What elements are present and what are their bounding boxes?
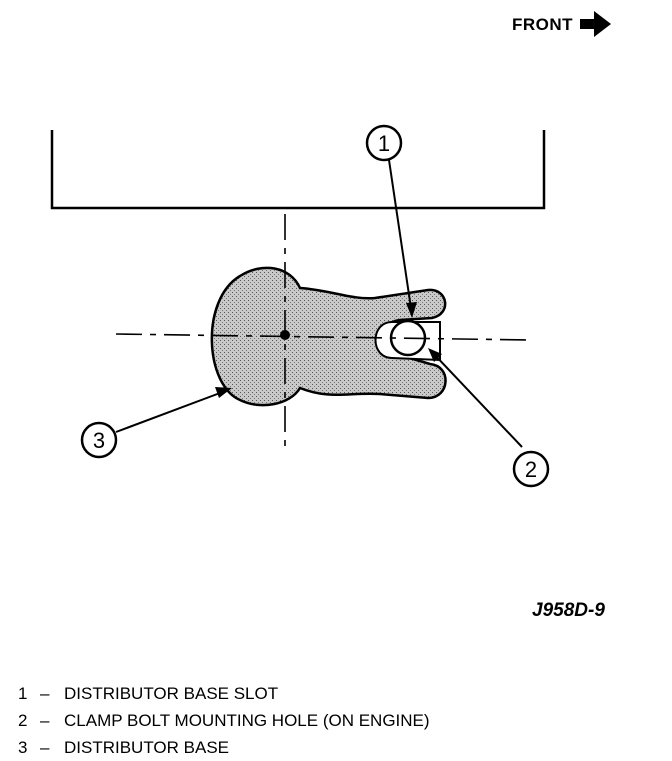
callout-2: 2	[512, 450, 550, 488]
distributor-base-diagram: 1 2 3	[50, 124, 550, 488]
callout-3: 3	[80, 421, 118, 459]
legend-item-1: 1–DISTRIBUTOR BASE SLOT	[18, 684, 279, 703]
leader-line-1	[388, 159, 413, 316]
legend-item-3: 3–DISTRIBUTOR BASE	[18, 738, 229, 757]
callout-1-number: 1	[378, 131, 390, 156]
leader-arrowhead-2	[428, 348, 442, 362]
center-point	[280, 330, 290, 340]
right-arrow-icon	[580, 11, 611, 37]
callout-3-number: 3	[93, 428, 105, 453]
leader-line-2	[431, 351, 523, 448]
leader-line-3	[115, 389, 229, 433]
engine-block-outline	[50, 130, 546, 210]
figure-id: J958D-9	[532, 600, 605, 621]
callout-2-number: 2	[525, 457, 537, 482]
legend-item-2: 2–CLAMP BOLT MOUNTING HOLE (ON ENGINE)	[18, 711, 430, 730]
front-direction-label: FRONT	[512, 15, 574, 34]
callout-1: 1	[365, 124, 403, 162]
leader-arrowhead-1	[406, 302, 417, 318]
leader-arrowhead-3	[215, 387, 232, 398]
horizontal-centerline	[115, 333, 531, 341]
legend: 1–DISTRIBUTOR BASE SLOT 2–CLAMP BOLT MOU…	[18, 680, 430, 761]
